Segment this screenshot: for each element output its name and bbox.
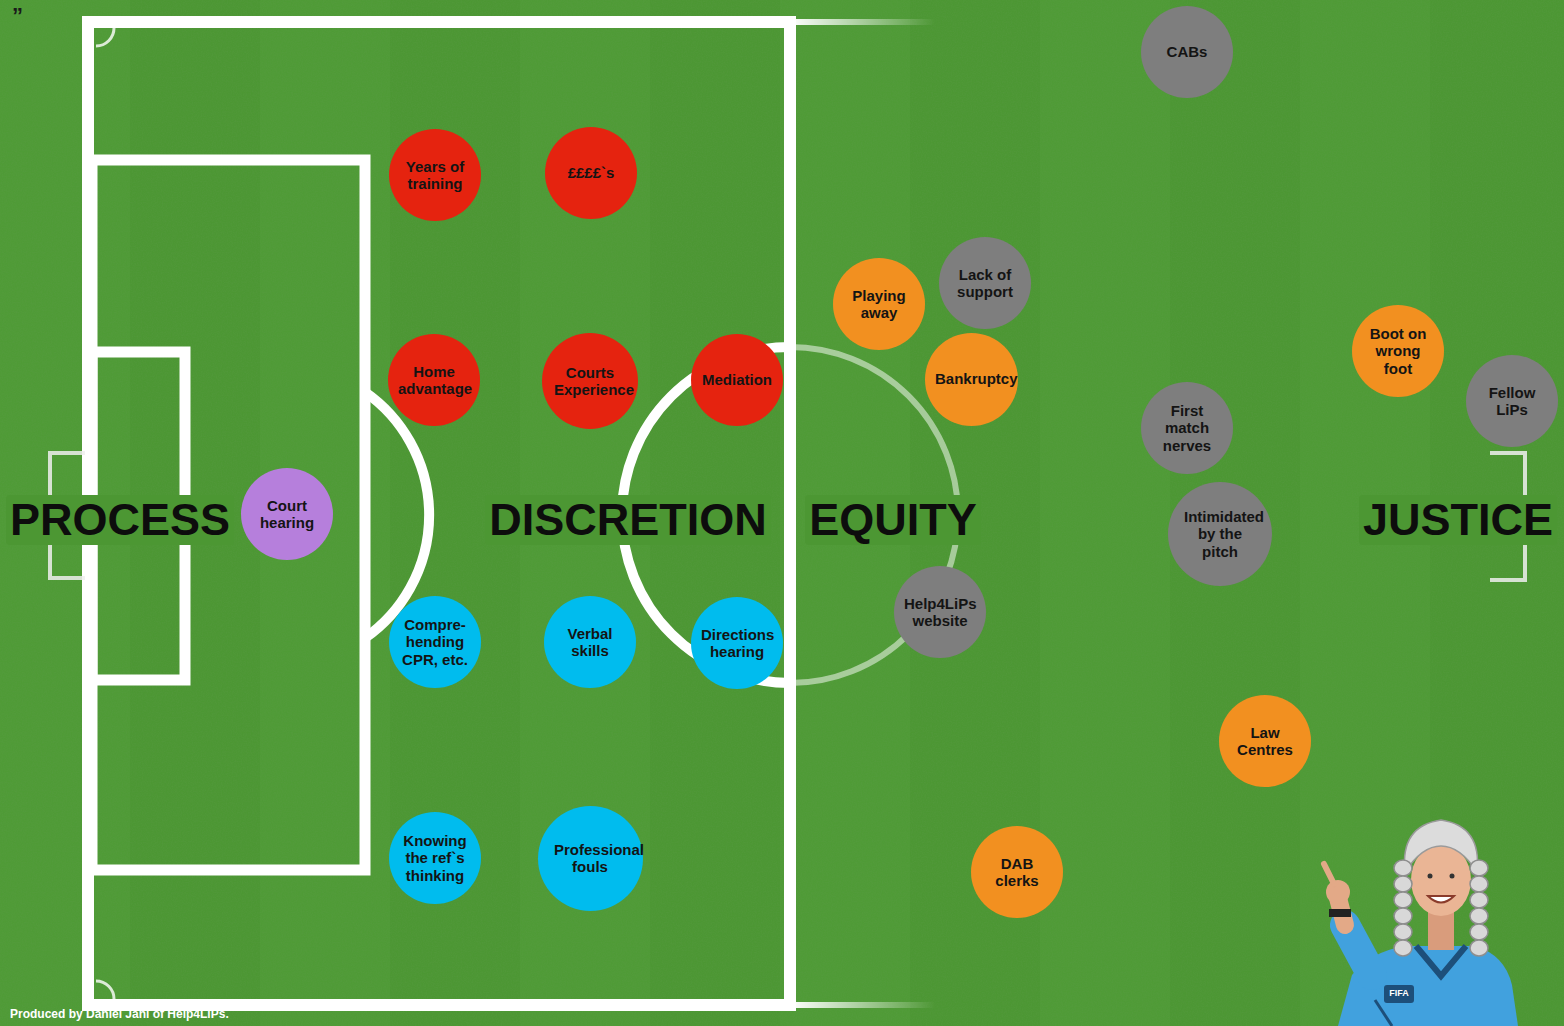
circle-label: Help4LiPs website	[904, 595, 976, 630]
topic-circle: Court hearing	[241, 468, 333, 560]
circle-fill	[971, 826, 1063, 918]
circle-label: Compre- hending CPR, etc.	[399, 616, 471, 668]
topic-circle: Boot on wrong foot	[1352, 305, 1444, 397]
zone-label: DISCRETION	[485, 495, 771, 545]
topic-circle: Lack of support	[939, 237, 1031, 329]
topic-circle: Directions hearing	[691, 597, 783, 689]
circle-fill	[389, 129, 481, 221]
circle-label: ££££`s	[568, 164, 615, 181]
quote-mark: ”	[12, 4, 23, 28]
circle-label: Knowing the ref`s thinking	[399, 832, 471, 884]
circle-fill	[894, 566, 986, 658]
topic-circle: Fellow LiPs	[1466, 355, 1558, 447]
circle-fill	[939, 237, 1031, 329]
circle-fill	[833, 258, 925, 350]
circle-label: Court hearing	[251, 497, 323, 532]
topic-circle: Home advantage	[388, 334, 480, 426]
topic-circle: Help4LiPs website	[894, 566, 986, 658]
circle-fill	[542, 333, 638, 429]
circle-label: Years of training	[399, 158, 471, 193]
circle-label: Boot on wrong foot	[1362, 325, 1434, 377]
circle-fill	[388, 334, 480, 426]
circle-label: Verbal skills	[554, 625, 626, 660]
circle-fill	[925, 333, 1018, 426]
circle-fill	[1141, 6, 1233, 98]
circle-label: Playing away	[843, 287, 915, 322]
circle-label: DAB clerks	[981, 855, 1053, 890]
circle-fill	[1466, 355, 1558, 447]
circle-fill	[691, 597, 783, 689]
referee-figure	[1324, 820, 1518, 1026]
circle-fill	[544, 596, 636, 688]
credit-note: Produced by Daniel Jani of Help4LiPs.	[10, 1008, 229, 1021]
circle-label: First match nerves	[1151, 402, 1223, 454]
circle-label: Law Centres	[1229, 724, 1301, 759]
circle-fill	[241, 468, 333, 560]
topic-circle: Professional fouls	[538, 806, 643, 911]
zone-label: EQUITY	[805, 495, 981, 545]
topic-circle: Law Centres	[1219, 695, 1311, 787]
circle-label: Lack of support	[949, 266, 1021, 301]
zone-label: JUSTICE	[1359, 495, 1557, 545]
circle-label: CABs	[1167, 43, 1208, 60]
circle-label: Bankruptcy	[935, 370, 1007, 387]
circle-fill	[1219, 695, 1311, 787]
circle-label: Home advantage	[398, 363, 470, 398]
circle-label: Fellow LiPs	[1476, 384, 1548, 419]
circle-label: Courts Experience	[554, 364, 626, 399]
circle-label: Directions hearing	[701, 626, 773, 661]
circle-label: Professional fouls	[554, 841, 626, 876]
topic-circle: DAB clerks	[971, 826, 1063, 918]
topic-circle: Mediation	[691, 334, 783, 426]
topic-circle: Compre- hending CPR, etc.	[389, 596, 481, 688]
circle-fill	[545, 127, 637, 219]
topic-circle: Courts Experience	[542, 333, 638, 429]
circle-fill	[1168, 482, 1272, 586]
circle-fill	[1352, 305, 1444, 397]
topic-circle: Verbal skills	[544, 596, 636, 688]
topic-circle: Bankruptcy	[925, 333, 1018, 426]
circle-fill	[389, 812, 481, 904]
circle-fill	[538, 806, 643, 911]
topic-circle: Intimidated by the pitch	[1168, 482, 1272, 586]
circle-label: Intimidated by the pitch	[1184, 508, 1256, 560]
topic-circle: First match nerves	[1141, 382, 1233, 474]
topic-circle: Years of training	[389, 129, 481, 221]
topic-circle: ££££`s	[545, 127, 637, 219]
zone-label: PROCESS	[6, 495, 234, 545]
topic-circle: Knowing the ref`s thinking	[389, 812, 481, 904]
circle-label: Mediation	[702, 371, 772, 388]
circle-fill	[389, 596, 481, 688]
topic-circle: CABs	[1141, 6, 1233, 98]
circle-fill	[1141, 382, 1233, 474]
topic-circle: Playing away	[833, 258, 925, 350]
circle-fill	[691, 334, 783, 426]
badge-text: FIFA	[1389, 989, 1409, 999]
